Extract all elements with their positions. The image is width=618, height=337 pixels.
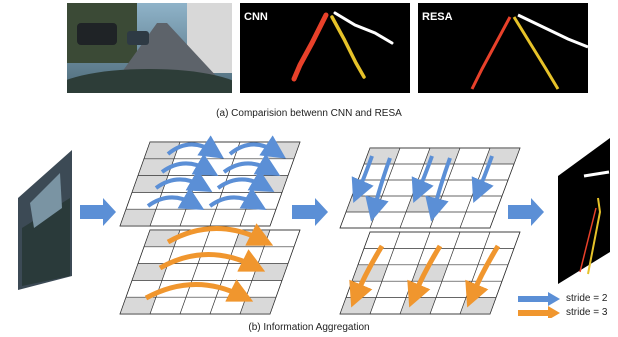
road-photo	[67, 3, 232, 93]
flow-arrow-3	[508, 198, 544, 226]
grid-horizontal-bottom	[119, 223, 301, 315]
grid-vertical-bottom	[339, 231, 521, 315]
flow-arrow-1	[80, 198, 116, 226]
legend-stride-3: stride = 3	[566, 307, 608, 318]
aggregation-diagram	[18, 135, 610, 318]
caption-a: (a) Comparision betwenn CNN and RESA	[216, 108, 402, 119]
legend-stride-2: stride = 2	[566, 293, 608, 304]
legend-arrow-blue	[518, 292, 560, 306]
panel-label-cnn: CNN	[244, 11, 268, 23]
output-lane-map	[558, 138, 610, 284]
road-photo-panel	[67, 3, 232, 93]
resa-lane-output	[418, 3, 588, 93]
resa-panel: RESA	[418, 3, 588, 93]
panel-label-resa: RESA	[422, 11, 453, 23]
input-image	[18, 150, 72, 290]
legend-arrow-orange	[518, 306, 560, 318]
cnn-panel: CNN	[240, 3, 410, 93]
grid-horizontal-top	[119, 135, 301, 227]
cnn-lane-output	[240, 3, 410, 93]
flow-arrow-2	[292, 198, 328, 226]
grid-vertical-top	[339, 147, 521, 229]
caption-b: (b) Information Aggregation	[248, 322, 370, 333]
